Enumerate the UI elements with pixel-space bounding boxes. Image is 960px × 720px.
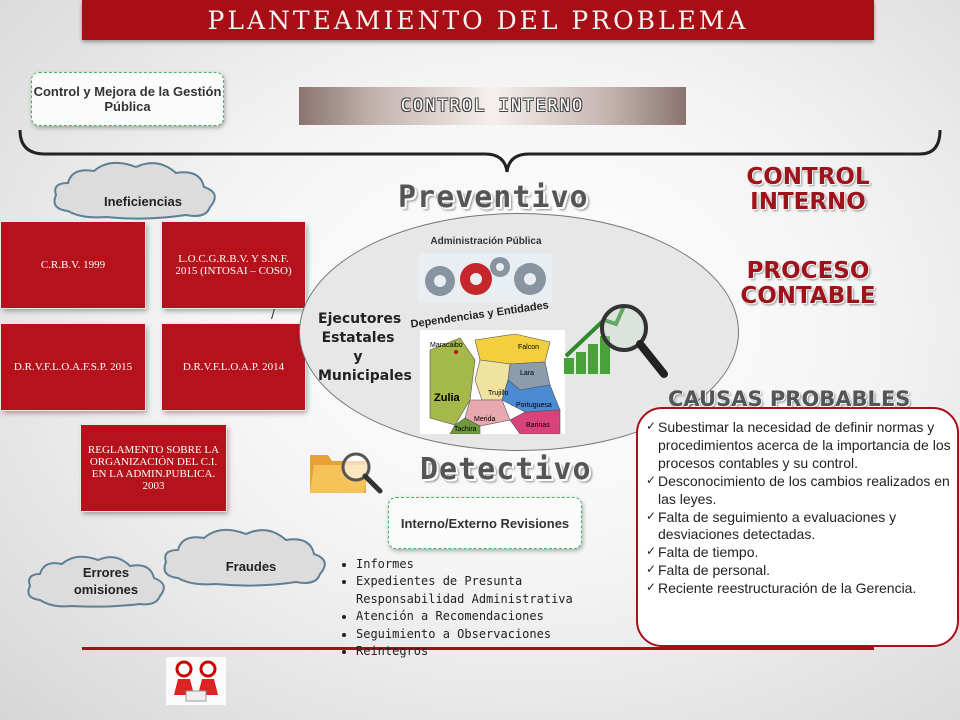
growth-magnifier-icon: [564, 304, 668, 378]
control-interno-label: CONTROL INTERNO: [400, 96, 585, 116]
control-mejora-box: Control y Mejora de la Gestión Pública: [31, 72, 224, 126]
causas-item: Falta de personal.: [646, 562, 951, 580]
map-label-maracaibo: Maracaibo: [430, 342, 463, 349]
causas-item: Falta de seguimiento a evaluaciones y de…: [646, 509, 951, 545]
law-box-drvfloafsp-label: D.R.V.F.L.O.A.F.S.P. 2015: [13, 360, 133, 373]
title-bar: PLANTEAMIENTO DEL PROBLEMA: [82, 0, 874, 40]
map-regions-shape: [429, 333, 561, 435]
cloud-errores-shape: [27, 555, 165, 608]
bullet-item: Informes: [356, 556, 628, 573]
law-box-locgrbv-label: L.O.C.G.R.B.V. Y S.N.F. 2015 (INTOSAI – …: [175, 252, 292, 277]
folder-search-icon: [310, 452, 383, 494]
bullet-item: Atención a Recomendaciones: [356, 608, 628, 625]
detectivo-label: Detectivo: [420, 452, 592, 487]
ejecutores-label: Ejecutores Estatales y Municipales: [318, 311, 412, 384]
proceso-contable-heading: PROCESO CONTABLE: [740, 258, 876, 310]
bullet-item: Seguimiento a Observaciones: [356, 626, 628, 643]
map-label-portuguesa: Portuguesa: [516, 402, 552, 409]
control-interno-bar: CONTROL INTERNO: [299, 87, 686, 125]
map-label-trujillo: Trujillo: [488, 390, 509, 397]
causas-item: Subestimar la necesidad de definir norma…: [646, 419, 951, 473]
ineficiencias-label: Ineficiencias: [103, 194, 183, 209]
control-mejora-label: Control y Mejora de la Gestión Pública: [33, 84, 222, 114]
gears-icon: [418, 253, 552, 303]
causas-item: Reciente reestructuración de la Gerencia…: [646, 580, 951, 598]
law-box-locgrbv: L.O.C.G.R.B.V. Y S.N.F. 2015 (INTOSAI – …: [162, 222, 305, 308]
causas-item: Falta de tiempo.: [646, 544, 951, 562]
cloud-fraudes-shape: [163, 528, 326, 587]
slash-mark: /: [271, 306, 275, 322]
map-label-tachira: Tachira: [454, 426, 477, 433]
brace-shape: [18, 129, 942, 173]
bottom-divider: [82, 647, 874, 650]
preventivo-label: Preventivo: [398, 180, 589, 215]
law-box-crbv: C.R.B.V. 1999: [1, 222, 145, 308]
bullet-item: Reintegros: [356, 643, 628, 660]
cloud-ineficiencias-shape: [53, 161, 216, 220]
workers-icon: [166, 657, 226, 705]
fraudes-label: Fraudes: [225, 559, 277, 574]
law-box-drvfloap: D.R.V.F.L.O.A.P. 2014: [162, 324, 305, 410]
map-label-barinas: Barinas: [526, 422, 550, 429]
interno-externo-box: Interno/Externo Revisiones: [388, 497, 582, 549]
causas-box: Subestimar la necesidad de definir norma…: [636, 407, 959, 647]
bullet-item: Expedientes de Presunta Responsabilidad …: [356, 573, 628, 608]
law-box-reglamento: REGLAMENTO SOBRE LA ORGANIZACIÓN DEL C.I…: [81, 425, 226, 511]
detectivo-bullets: Informes Expedientes de Presunta Respons…: [338, 556, 628, 660]
map-label-merida: Merida: [474, 416, 496, 423]
law-box-drvfloafsp: D.R.V.F.L.O.A.F.S.P. 2015: [1, 324, 145, 410]
causas-item: Desconocimiento de los cambios realizado…: [646, 473, 951, 509]
causas-list: Subestimar la necesidad de definir norma…: [646, 419, 951, 598]
venezuela-map: Maracaibo Falcon Lara Zulia Trujillo Por…: [420, 330, 565, 435]
page-title: PLANTEAMIENTO DEL PROBLEMA: [207, 5, 749, 35]
control-interno-heading: CONTROL INTERNO: [746, 164, 870, 216]
map-label-lara: Lara: [520, 370, 535, 377]
law-box-crbv-label: C.R.B.V. 1999: [40, 258, 106, 271]
law-box-reglamento-label: REGLAMENTO SOBRE LA ORGANIZACIÓN DEL C.I…: [87, 443, 220, 493]
law-box-drvfloap-label: D.R.V.F.L.O.A.P. 2014: [182, 360, 285, 373]
interno-externo-label: Interno/Externo Revisiones: [400, 515, 570, 531]
errores-label: Errores omisiones: [73, 565, 139, 597]
map-label-zulia: Zulia: [434, 392, 460, 404]
admin-publica-label: Administración Pública: [430, 236, 542, 247]
map-label-falcon: Falcon: [518, 344, 540, 351]
